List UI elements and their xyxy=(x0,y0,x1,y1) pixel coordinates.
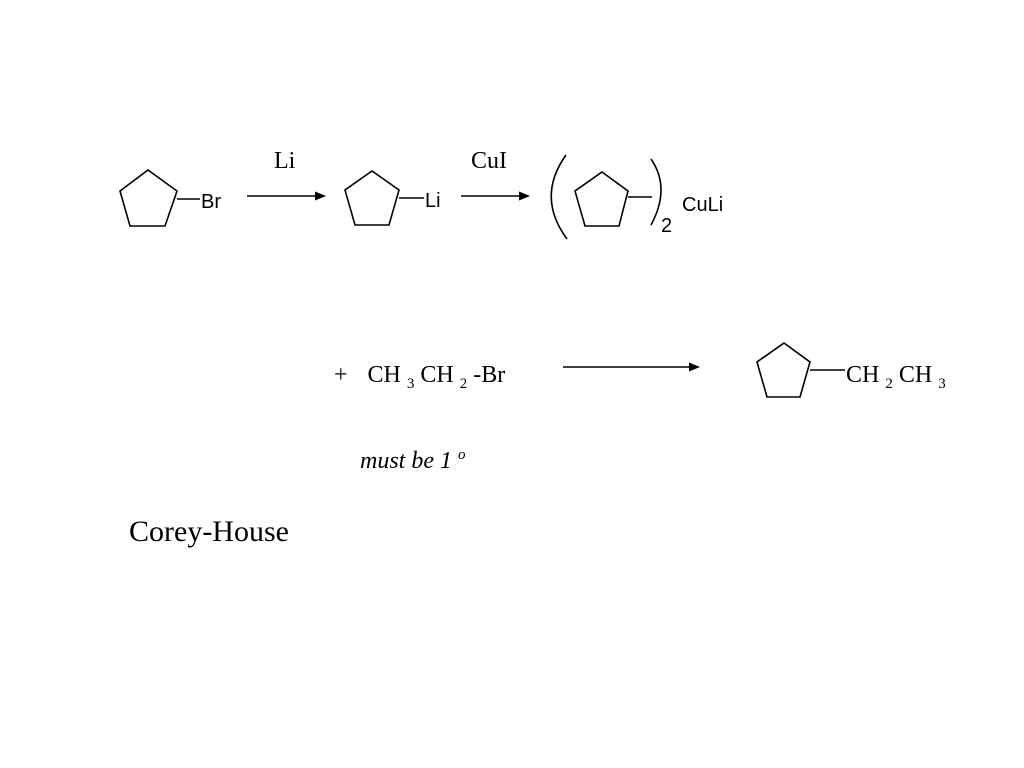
cyclopentane-ring-3 xyxy=(574,171,629,227)
note-text: must be 1 xyxy=(360,448,452,474)
reagent-li-label: Li xyxy=(274,148,296,174)
cyclopentyl-lithium: Li xyxy=(344,170,441,226)
arrow-1-head xyxy=(315,191,326,201)
formula-subscript: 2 xyxy=(460,376,468,392)
arrow-2-head xyxy=(519,191,530,201)
reaction-name: Corey-House xyxy=(129,515,289,548)
formula-subscript: 2 xyxy=(885,376,893,392)
bromine-label: Br xyxy=(201,191,221,213)
formula-part: CH xyxy=(846,362,879,388)
formula-subscript: 3 xyxy=(938,376,946,392)
plus-sign: + xyxy=(334,362,348,388)
reaction-arrow-1: Li xyxy=(247,148,326,201)
cyclopentane-ring-4 xyxy=(756,342,811,398)
ethyl-bromide-reagent: + CH 3 CH 2 -Br xyxy=(334,362,505,394)
reaction-arrow-3 xyxy=(563,362,700,372)
left-parenthesis xyxy=(550,154,568,240)
gilman-reagent: 2 CuLi xyxy=(550,154,723,240)
primary-halide-note: must be 1 o xyxy=(360,447,466,474)
count-subscript: 2 xyxy=(661,215,672,237)
ethylcyclopentane-product: CH 2 CH 3 xyxy=(756,342,946,398)
formula-part: CH xyxy=(899,362,932,388)
cyclopentane-ring-1 xyxy=(119,169,178,227)
reagent-cui-label: CuI xyxy=(471,148,507,174)
cyclopentyl-bromide: Br xyxy=(119,169,221,227)
formula-part: CH xyxy=(368,362,401,388)
lithium-label: Li xyxy=(425,190,441,212)
ethyl-formula: CH 2 CH 3 xyxy=(846,362,946,394)
cyclopentane-ring-2 xyxy=(344,170,400,226)
formula-subscript: 3 xyxy=(407,376,415,392)
reaction-arrow-2: CuI xyxy=(461,148,530,201)
arrow-3-head xyxy=(689,362,700,372)
culi-label: CuLi xyxy=(682,194,723,216)
right-parenthesis xyxy=(650,158,662,226)
formula-part: CH xyxy=(420,362,453,388)
formula-part: -Br xyxy=(473,362,505,388)
note-superscript: o xyxy=(458,447,466,463)
